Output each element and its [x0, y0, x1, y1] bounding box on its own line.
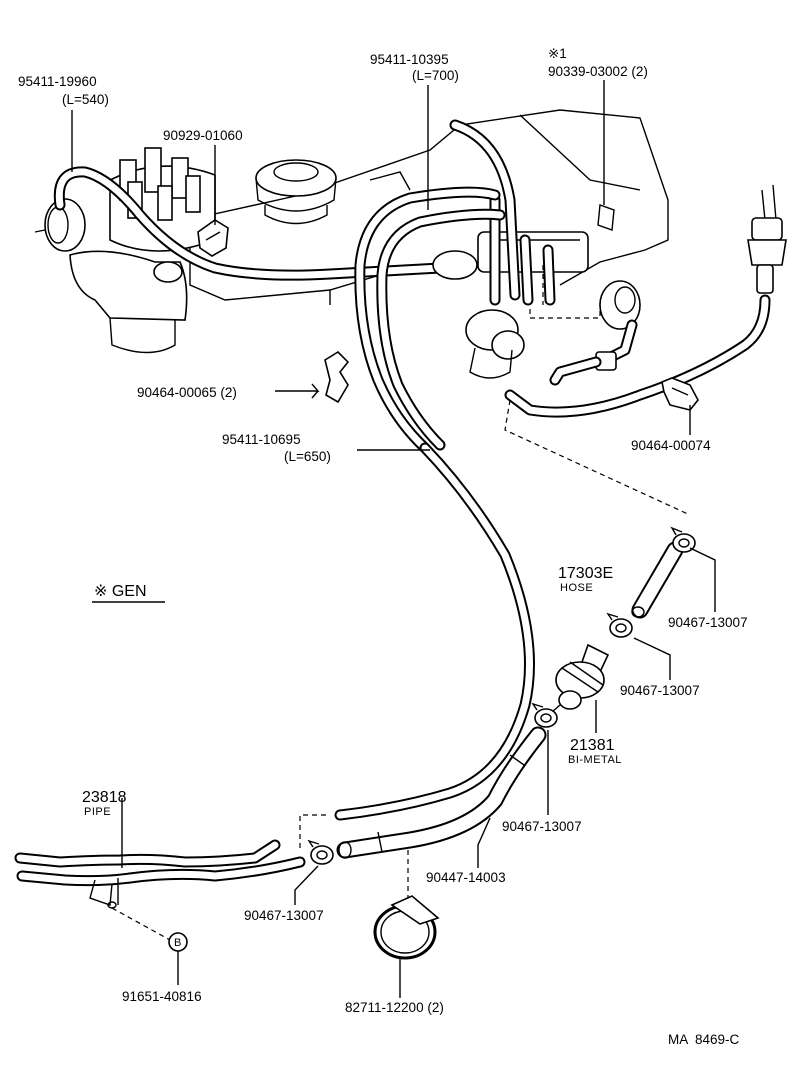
distributor [34, 147, 216, 354]
label-pipe-23818-name: PIPE [84, 806, 111, 818]
hose-90447-14003 [336, 726, 547, 859]
label-band-82711-12200: 82711-12200 (2) [345, 1000, 444, 1015]
clip-90467-13007-a [670, 526, 696, 553]
label-hose-17303e-name: HOSE [560, 582, 593, 594]
leader-lines [71, 80, 716, 998]
clip-90467-13007-b [606, 612, 633, 638]
label-clip-90467-13007-b: 90467-13007 [620, 683, 700, 698]
label-plug-90339-03002: 90339-03002 (2) [548, 64, 648, 79]
label-hose-95411-10395: 95411-10395 [370, 52, 449, 67]
temperature-sensor [747, 184, 787, 294]
label-hose-95411-19960: 95411-19960 [18, 74, 97, 89]
labels: 95411-19960 (L=540) 90929-01060 95411-10… [18, 46, 748, 1047]
label-hose-90447-14003: 90447-14003 [426, 870, 506, 885]
hose-95411-10695 [334, 442, 535, 821]
valve-assembly [432, 231, 641, 386]
label-hose-95411-19960-length: (L=540) [62, 92, 109, 107]
clamp-90464-00065 [324, 350, 350, 404]
bimetal-valve-21381 [551, 643, 610, 713]
label-gen-note: ※ GEN [94, 583, 147, 600]
label-note-mark: ※1 [548, 46, 567, 61]
label-hose-95411-10695: 95411-10695 [222, 432, 301, 447]
label-bimetal-21381: 21381 [570, 737, 615, 754]
label-hose-17303e: 17303E [558, 565, 613, 582]
label-hose-95411-10395-length: (L=700) [412, 68, 459, 83]
label-clamp-90464-00074: 90464-00074 [631, 438, 711, 453]
clip-90467-13007-c [531, 702, 558, 728]
clip-90467-13007-d [307, 839, 334, 865]
band-clamp-82711-12200 [373, 895, 440, 960]
label-clip-90467-13007-c: 90467-13007 [502, 819, 582, 834]
label-hose-95411-10695-length: (L=650) [284, 449, 331, 464]
label-clamp-90464-00065: 90464-00065 (2) [137, 385, 237, 400]
label-clamp-90929-01060: 90929-01060 [163, 128, 243, 143]
label-bolt-91651-40816: 91651-40816 [122, 989, 202, 1004]
hose-95411-10395 [354, 186, 506, 454]
engine-valve-cover [189, 109, 669, 305]
pipe-23818 [14, 814, 409, 941]
label-clip-90467-13007-a: 90467-13007 [668, 615, 748, 630]
label-bimetal-21381-name: BI-METAL [568, 754, 622, 766]
clamp-90464-00074 [661, 377, 699, 411]
label-pipe-23818: 23818 [82, 789, 127, 806]
label-doc-code: MA 8469-C [668, 1032, 740, 1047]
label-circle-b: B [174, 937, 182, 949]
label-clip-90467-13007-d: 90467-13007 [244, 908, 324, 923]
hose-17303e [631, 541, 684, 619]
